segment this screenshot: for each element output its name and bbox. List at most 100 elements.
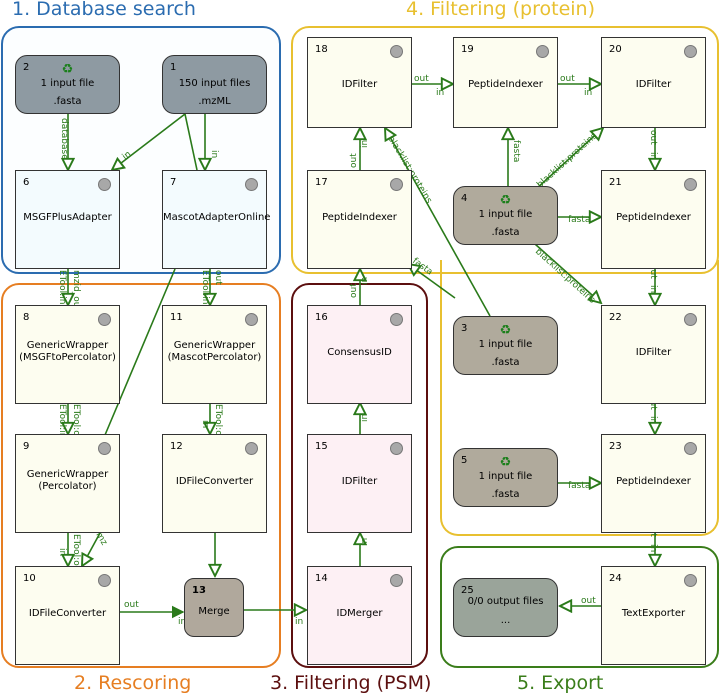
node-19-peptideindexer[interactable]: 19 PeptideIndexer <box>453 37 558 128</box>
output-count: 0/0 output files <box>467 596 544 607</box>
group-filtering-protein <box>291 26 719 274</box>
label-in-1-7: in <box>209 150 219 158</box>
status-dot-icon <box>536 45 549 58</box>
label-etool-in-9: ETool:in <box>57 404 67 438</box>
node-name: IDFileConverter <box>28 608 107 619</box>
node-name: IDFilter <box>341 476 378 487</box>
node-4-input-fasta[interactable]: 4 ♻ 1 input file .fasta <box>453 186 558 245</box>
node-8-genericwrapper[interactable]: 8 GenericWrapper (MSGFtoPercolator) <box>15 305 120 404</box>
node-number: 20 <box>609 44 622 55</box>
recycle-icon: ♻ <box>499 455 512 470</box>
label-out-18: out <box>414 74 429 84</box>
node-12-idfileconverter[interactable]: 12 IDFileConverter <box>162 434 267 533</box>
node-5-input-fasta[interactable]: 5 ♻ 1 input file .fasta <box>453 448 558 507</box>
node-number: 2 <box>23 62 30 73</box>
status-dot-icon <box>390 574 403 587</box>
node-9-genericwrapper[interactable]: 9 GenericWrapper (Percolator) <box>15 434 120 533</box>
node-subname: (MascotPercolator) <box>167 352 262 363</box>
node-6-msgfplusadapter[interactable]: 6 MSGFPlusAdapter <box>15 170 120 269</box>
group-title-rescoring: 2. Rescoring <box>74 672 192 694</box>
node-22-idfilter[interactable]: 22 IDFilter <box>601 305 706 404</box>
node-number: 3 <box>461 323 468 334</box>
status-dot-icon <box>684 45 697 58</box>
node-21-peptideindexer[interactable]: 21 PeptideIndexer <box>601 170 706 269</box>
node-7-mascotadapteronline[interactable]: 7 MascotAdapterOnline <box>162 170 271 269</box>
label-in-10: in <box>57 548 67 556</box>
label-in-20: in <box>584 88 592 98</box>
node-name: PeptideIndexer <box>468 79 543 90</box>
node-11-genericwrapper[interactable]: 11 GenericWrapper (MascotPercolator) <box>162 305 267 404</box>
node-number: 11 <box>170 312 183 323</box>
label-in-19: in <box>436 88 444 98</box>
label-etool-out-9: ETool:out <box>71 534 81 575</box>
node-number: 15 <box>315 441 328 452</box>
status-dot-icon <box>684 442 697 455</box>
node-13-merge[interactable]: 13 Merge <box>184 578 244 637</box>
status-dot-icon <box>98 442 111 455</box>
node-number: 25 <box>461 585 474 596</box>
status-dot-icon <box>98 178 111 191</box>
node-3-input-fasta[interactable]: 3 ♻ 1 input file .fasta <box>453 316 558 375</box>
node-25-output-files[interactable]: 25 0/0 output files ... <box>453 578 558 637</box>
node-15-idfilter[interactable]: 15 IDFilter <box>307 434 412 533</box>
node-number: 13 <box>192 585 206 596</box>
group-filtering-protein-lower <box>440 260 719 536</box>
edge-4-20 <box>534 128 603 191</box>
node-20-idfilter[interactable]: 20 IDFilter <box>601 37 706 128</box>
node-name: TextExporter <box>621 608 686 619</box>
status-dot-icon <box>245 313 258 326</box>
status-dot-icon <box>390 178 403 191</box>
label-out-20: out <box>648 130 658 145</box>
node-name: GenericWrapper <box>173 340 256 351</box>
input-count: 1 input file <box>478 471 533 482</box>
status-dot-icon <box>98 574 111 587</box>
node-14-idmerger[interactable]: 14 IDMerger <box>307 566 412 665</box>
label-in-22: in <box>648 285 658 293</box>
node-number: 17 <box>315 177 328 188</box>
node-1-input-mzml[interactable]: 1 150 input files .mzML <box>162 55 267 114</box>
node-name: PeptideIndexer <box>616 476 691 487</box>
input-extension: .mzML <box>198 96 231 107</box>
node-name: MascotAdapterOnline <box>163 212 271 223</box>
status-dot-icon <box>684 574 697 587</box>
edge-3-18 <box>385 128 491 317</box>
edge-1-6 <box>112 113 186 170</box>
node-16-consensusid[interactable]: 16 ConsensusID <box>307 305 412 404</box>
node-18-idfilter[interactable]: 18 IDFilter <box>307 37 412 128</box>
label-blacklist-4-20: blacklist:proteins <box>535 131 599 190</box>
label-in-12: in <box>200 420 210 428</box>
status-dot-icon <box>684 313 697 326</box>
node-name: IDMerger <box>336 608 383 619</box>
node-10-idfileconverter[interactable]: 10 IDFileConverter <box>15 566 120 665</box>
node-number: 6 <box>23 177 30 188</box>
group-title-filtering-psm: 3. Filtering (PSM) <box>270 672 432 694</box>
node-number: 21 <box>609 177 622 188</box>
label-in-1-6: in <box>121 149 134 162</box>
node-24-textexporter[interactable]: 24 TextExporter <box>601 566 706 665</box>
node-name: IDFilter <box>635 347 672 358</box>
input-extension: .fasta <box>491 489 520 500</box>
node-name: Merge <box>198 606 230 617</box>
group-export <box>440 546 719 668</box>
label-in-13: in <box>178 617 186 627</box>
label-out-19: out <box>560 74 575 84</box>
label-out-17: out <box>349 153 359 168</box>
edge-4-22 <box>534 243 601 303</box>
status-dot-icon <box>245 442 258 455</box>
node-17-peptideindexer[interactable]: 17 PeptideIndexer <box>307 170 412 269</box>
node-name: MSGFPlusAdapter <box>23 212 112 223</box>
node-2-input-fasta[interactable]: 2 ♻ 1 input file .fasta <box>15 55 120 114</box>
node-23-peptideindexer[interactable]: 23 PeptideIndexer <box>601 434 706 533</box>
group-title-database-search: 1. Database search <box>12 0 196 20</box>
node-number: 19 <box>461 44 474 55</box>
recycle-icon: ♻ <box>61 62 74 77</box>
node-number: 5 <box>461 455 468 466</box>
node-name: IDFilter <box>635 79 672 90</box>
input-extension: .fasta <box>53 96 82 107</box>
label-mz: mz <box>93 531 109 548</box>
recycle-icon: ♻ <box>499 323 512 338</box>
label-blacklist-4-22: blacklist:proteins <box>533 247 597 306</box>
label-mzid-out: mzid_out <box>71 270 81 311</box>
label-etool-out-11: ETool:out <box>213 404 223 445</box>
group-title-export: 5. Export <box>517 672 604 694</box>
